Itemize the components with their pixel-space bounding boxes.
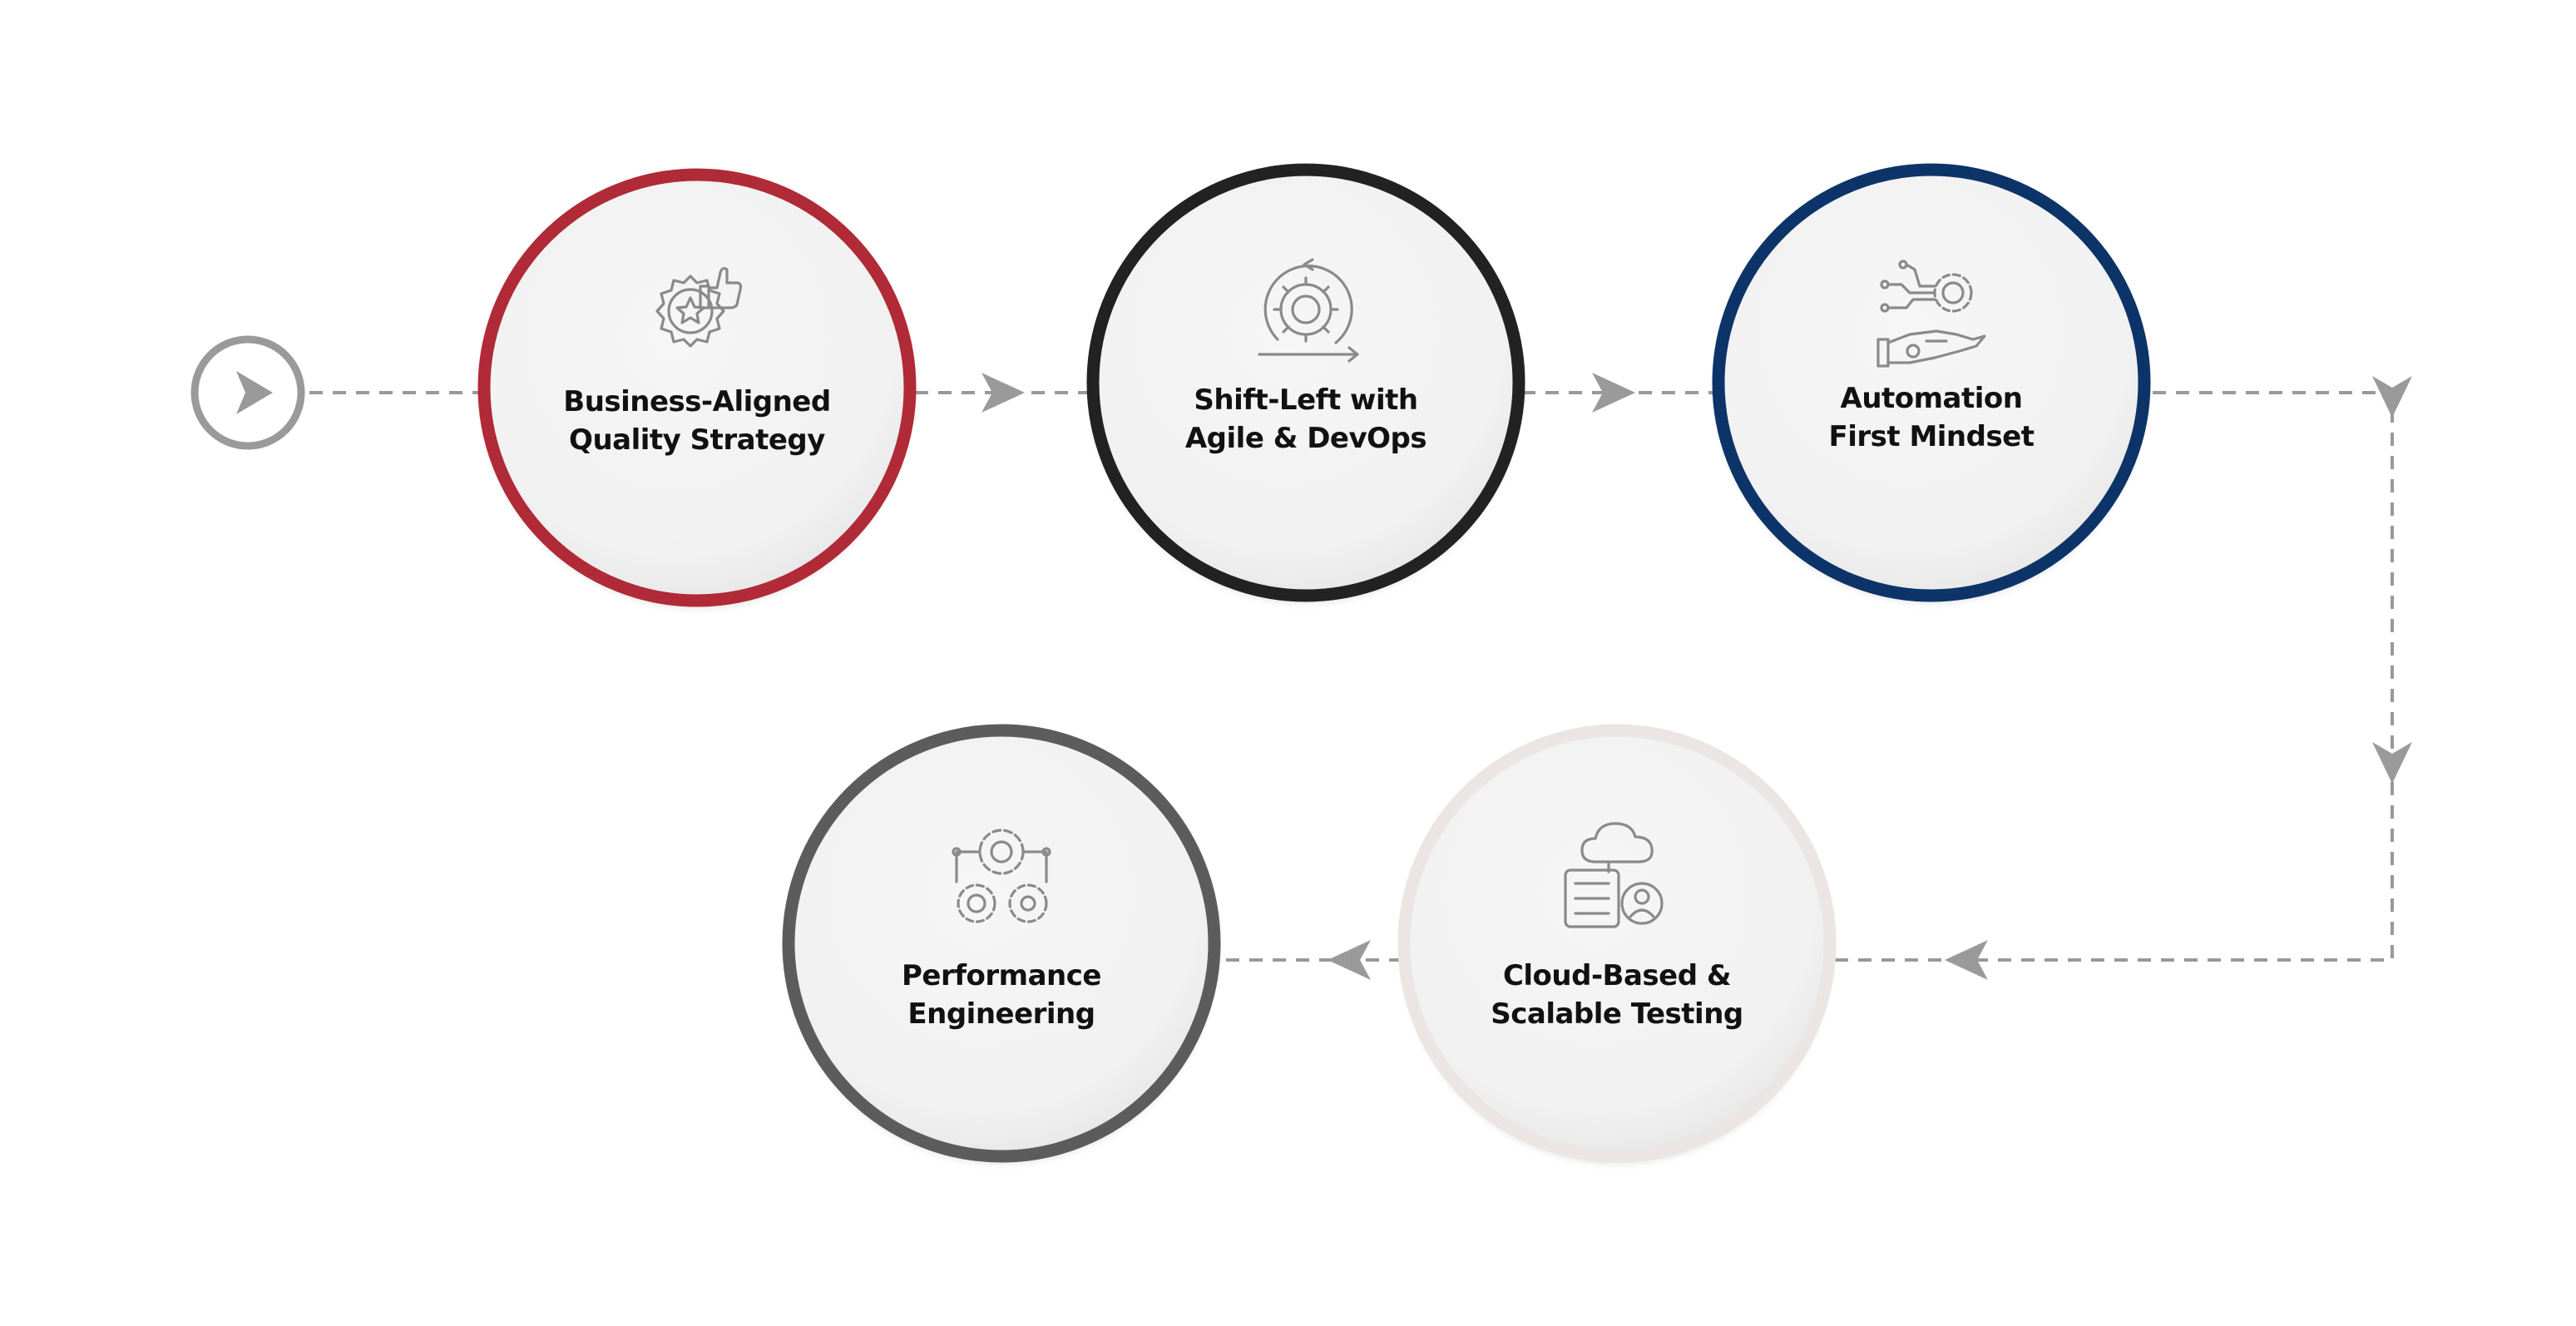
node-ring [477, 168, 917, 607]
connector-step3-to-corner [1835, 391, 2394, 962]
play-icon [236, 371, 273, 414]
arrow-left-icon [1328, 940, 1371, 980]
step-label-5: Performance Engineering [818, 957, 1184, 1033]
node-ring [1397, 724, 1837, 1163]
node-ring [782, 724, 1221, 1163]
step-label-line-1: Performance [902, 959, 1101, 992]
robotic-hand-gear-icon [1876, 260, 1986, 368]
node-ring [1712, 163, 2151, 602]
badge-thumbs-up-icon [655, 267, 743, 348]
arrow-right-icon [1592, 373, 1635, 413]
step-node-1 [477, 168, 917, 607]
step-node-2 [1086, 163, 1525, 602]
gear-cycle-icon [1258, 258, 1359, 363]
step-label-line-2: First Mindset [1828, 420, 2035, 453]
arrow-down-icon [2372, 742, 2412, 784]
step-label-line-2: Agile & DevOps [1184, 422, 1427, 455]
step-label-1: Business-Aligned Quality Strategy [514, 383, 880, 459]
arrow-left-icon [1945, 940, 1988, 980]
arrow-down-icon [2372, 376, 2412, 418]
step-label-line-1: Cloud-Based & [1502, 959, 1732, 992]
step-label-4: Cloud-Based & Scalable Testing [1434, 957, 1800, 1033]
arrowheads [981, 373, 2412, 980]
node-ring [1086, 163, 1525, 602]
step-label-line-1: Automation [1840, 382, 2023, 415]
step-label-line-2: Scalable Testing [1491, 997, 1743, 1031]
step-label-line-2: Quality Strategy [569, 423, 825, 457]
arrow-right-icon [981, 373, 1025, 413]
step-label-line-1: Shift-Left with [1194, 383, 1418, 417]
step-node-5 [782, 724, 1221, 1163]
step-node-3 [1712, 163, 2151, 602]
step-node-4 [1397, 724, 1837, 1163]
step-label-line-2: Engineering [907, 997, 1095, 1031]
step-label-line-1: Business-Aligned [563, 385, 831, 418]
step-label-3: Automation First Mindset [1748, 379, 2114, 456]
start-marker [190, 335, 305, 450]
step-label-2: Shift-Left with Agile & DevOps [1123, 381, 1489, 458]
cloud-server-user-icon [1564, 822, 1664, 928]
gears-network-icon [952, 829, 1051, 923]
